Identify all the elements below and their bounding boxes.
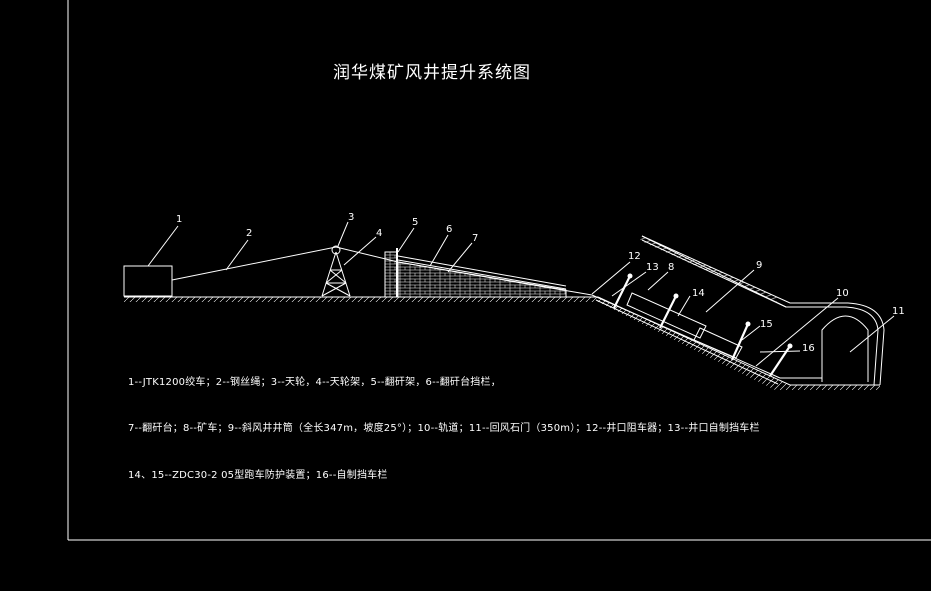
legend-line-2: 7--翻矸台；8--矿车；9--斜风井井筒（全长347m，坡度25°）；10--… bbox=[128, 423, 760, 434]
callout-11: 11 bbox=[892, 306, 905, 317]
drawing-frame bbox=[67, 0, 931, 541]
legend-line-1: 1--JTK1200绞车；2--钢丝绳；3--天轮，4--天轮架，5--翻矸架，… bbox=[128, 377, 501, 388]
callout-6: 6 bbox=[446, 224, 452, 235]
callout-4: 4 bbox=[376, 228, 382, 239]
shaft-rail bbox=[591, 294, 822, 385]
callout-1: 1 bbox=[176, 214, 182, 225]
callout-5: 5 bbox=[412, 217, 418, 228]
stop-device-heads bbox=[627, 273, 793, 349]
callout-14: 14 bbox=[692, 288, 705, 299]
shaft-walls bbox=[639, 235, 885, 386]
stop-devices bbox=[613, 275, 791, 377]
tipping-platform bbox=[397, 255, 567, 298]
callout-16: 16 bbox=[802, 343, 815, 354]
callout-13: 13 bbox=[646, 262, 659, 273]
diagram-title: 润华煤矿风井提升系统图 bbox=[333, 63, 531, 83]
callout-10: 10 bbox=[836, 288, 849, 299]
callout-9: 9 bbox=[756, 260, 762, 271]
legend-line-3: 14、15--ZDC30-2 05型跑车防护装置；16--自制挡车栏 bbox=[128, 470, 388, 481]
callout-labels: 1 2 3 4 5 6 7 8 9 10 11 12 13 14 15 16 bbox=[176, 212, 905, 354]
callout-12: 12 bbox=[628, 251, 641, 262]
callout-7: 7 bbox=[472, 233, 478, 244]
callout-15: 15 bbox=[760, 319, 773, 330]
callout-3: 3 bbox=[348, 212, 354, 223]
winch-box bbox=[123, 265, 173, 297]
callout-2: 2 bbox=[246, 228, 252, 239]
leader-lines bbox=[147, 221, 895, 367]
callout-8: 8 bbox=[668, 262, 674, 273]
mine-cars bbox=[626, 292, 743, 359]
tipping-frame bbox=[384, 251, 398, 298]
headframe bbox=[321, 245, 351, 297]
